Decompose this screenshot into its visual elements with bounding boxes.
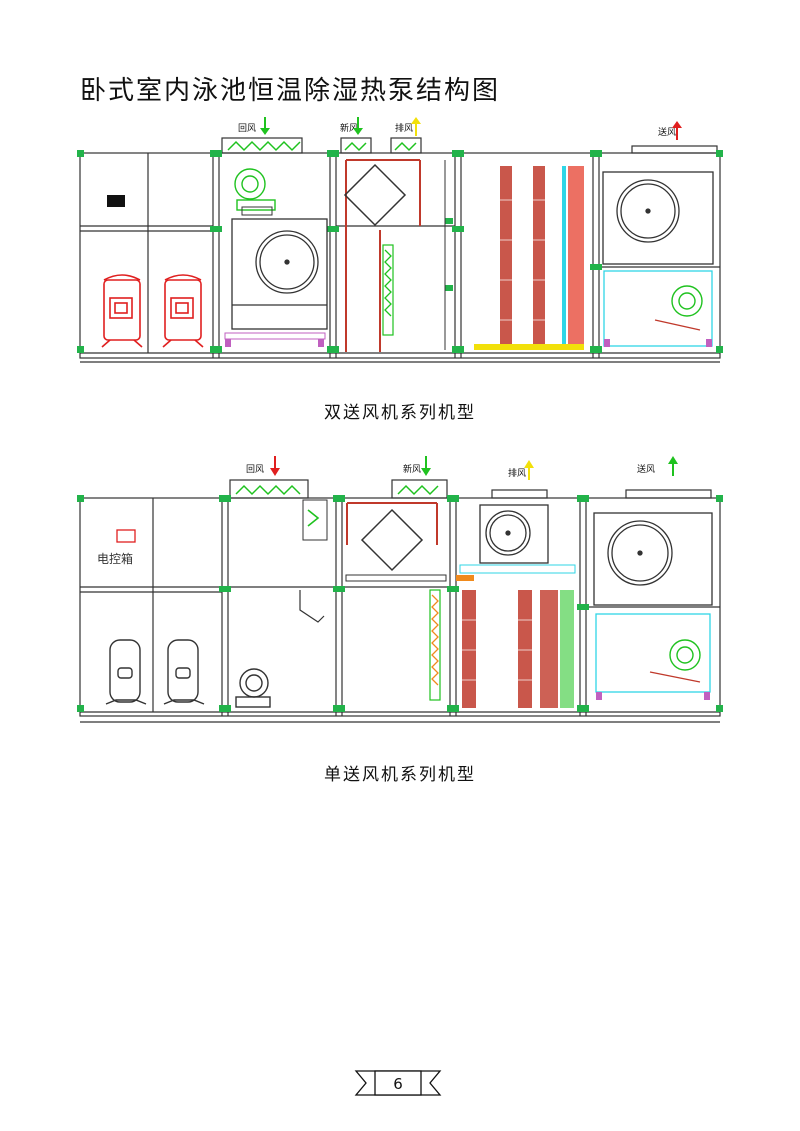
page-title: 卧式室内泳池恒温除湿热泵结构图 — [80, 76, 501, 106]
arrow-up-icon — [668, 456, 678, 476]
arrow-down-icon — [353, 117, 363, 135]
fan-icon — [234, 168, 276, 211]
fan-icon — [649, 639, 701, 683]
double-fan-caption: 双送风机系列机型 — [324, 403, 476, 423]
double-fan-unit-diagram: 回风 新风 排风 送风 — [77, 117, 723, 363]
fan-icon — [593, 512, 713, 606]
fan-icon — [602, 171, 714, 265]
control-box-label: 电控箱 — [97, 551, 133, 566]
arrow-down-icon — [421, 456, 431, 476]
page-number: 6 — [393, 1075, 403, 1093]
arrow-down-icon — [270, 456, 280, 476]
page-number-ribbon: 6 — [354, 1070, 442, 1096]
compressor-icon — [105, 639, 147, 705]
damper-icon — [343, 163, 407, 227]
compressor-icon — [162, 274, 204, 348]
arrow-up-icon — [524, 460, 534, 480]
fan-icon — [235, 668, 271, 708]
compressor-icon — [101, 274, 143, 348]
arrow-up-icon — [672, 121, 682, 140]
exhaust-air-label: 排风 — [508, 467, 526, 479]
compressor-icon — [163, 639, 205, 705]
fresh-air-label: 新风 — [340, 122, 358, 134]
single-fan-caption: 单送风机系列机型 — [324, 765, 476, 785]
arrow-up-icon — [411, 117, 421, 136]
return-air-label: 回风 — [246, 464, 264, 475]
single-fan-unit-diagram: 电控箱 — [77, 456, 723, 723]
fan-icon — [654, 285, 703, 331]
fan-icon — [231, 218, 328, 330]
supply-air-label: 送风 — [637, 463, 655, 475]
return-air-label: 回风 — [238, 123, 256, 134]
fresh-air-label: 新风 — [403, 463, 421, 475]
supply-air-label: 送风 — [658, 126, 676, 138]
arrow-down-icon — [260, 117, 270, 135]
fan-icon — [479, 504, 549, 564]
exhaust-air-label: 排风 — [395, 122, 413, 134]
damper-icon — [360, 508, 424, 572]
